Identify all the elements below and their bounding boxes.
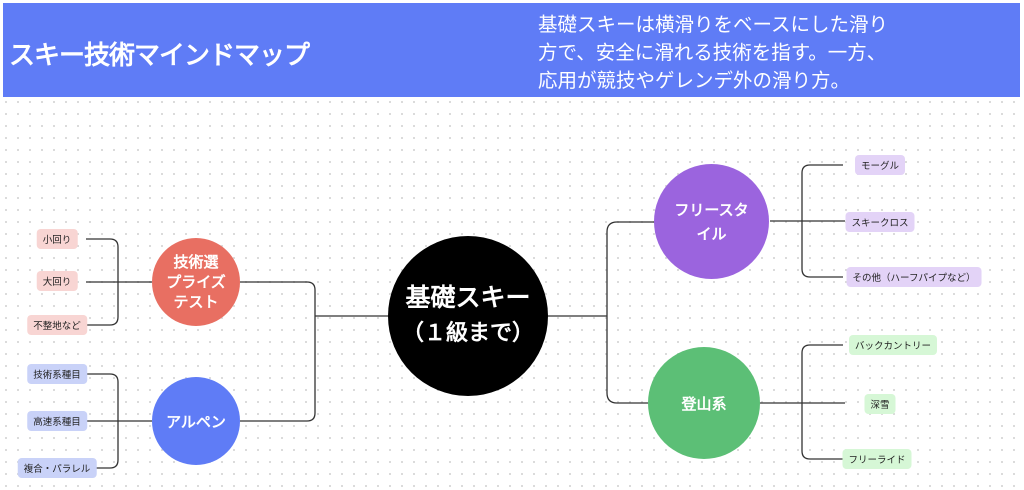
center-subtitle: （１級まで） xyxy=(401,321,534,346)
node-alpine[interactable]: アルペン xyxy=(152,377,240,465)
node-label: 技術選 xyxy=(173,253,219,271)
center-node[interactable]: 基礎スキー （１級まで） xyxy=(388,236,548,396)
leaf-ski-cross[interactable]: スキークロス xyxy=(845,212,915,232)
node-prize[interactable]: 技術選 プライズ テスト xyxy=(152,238,240,326)
connector-mountain xyxy=(760,344,845,460)
connector-prize xyxy=(86,238,152,326)
leaf-combined-parallel[interactable]: 複合・パラレル xyxy=(17,458,97,478)
connector-center-right xyxy=(546,221,655,404)
leaf-small-turn[interactable]: 小回り xyxy=(36,229,78,249)
node-label: プライズ xyxy=(166,273,226,291)
leaf-large-turn[interactable]: 大回り xyxy=(36,271,78,291)
node-mountain[interactable]: 登山系 xyxy=(648,347,760,459)
description-line: 基礎スキーは横滑りをベースにした滑り xyxy=(538,13,889,36)
leaf-moguls[interactable]: モーグル xyxy=(854,155,906,175)
node-label: 登山系 xyxy=(681,394,727,413)
description: 基礎スキーは横滑りをベースにした滑り 方で、安全に滑れる技術を指す。一方、 応用… xyxy=(538,11,958,95)
header-banner: スキー技術マインドマップ 基礎スキーは横滑りをベースにした滑り 方で、安全に滑れ… xyxy=(3,3,1020,97)
node-label: テスト xyxy=(173,293,219,311)
center-title: 基礎スキー xyxy=(405,283,531,312)
node-label: フリースタ xyxy=(674,200,749,219)
description-line: 方で、安全に滑れる技術を指す。一方、 xyxy=(538,41,887,64)
leaf-freeride[interactable]: フリーライド xyxy=(842,449,912,469)
leaf-other-halfpipe[interactable]: その他（ハーフパイプなど） xyxy=(846,267,982,287)
leaf-speed-events[interactable]: 高速系種目 xyxy=(27,411,87,431)
leaf-backcountry[interactable]: バックカントリー xyxy=(848,335,938,355)
connector-alpine xyxy=(86,373,152,469)
connector-freestyle xyxy=(770,164,845,278)
node-freestyle[interactable]: フリースタ イル xyxy=(654,164,769,279)
description-line: 応用が競技やゲレンデ外の滑り方。 xyxy=(538,69,851,92)
node-label: アルペン xyxy=(166,412,226,431)
leaf-mogul-terrain[interactable]: 不整地など xyxy=(27,315,87,335)
node-label: イル xyxy=(696,224,727,243)
leaf-technical-events[interactable]: 技術系種目 xyxy=(27,364,87,384)
connector-center-left xyxy=(240,281,390,422)
leaf-deep-snow[interactable]: 深雪 xyxy=(864,394,896,414)
page-title: スキー技術マインドマップ xyxy=(9,41,310,71)
